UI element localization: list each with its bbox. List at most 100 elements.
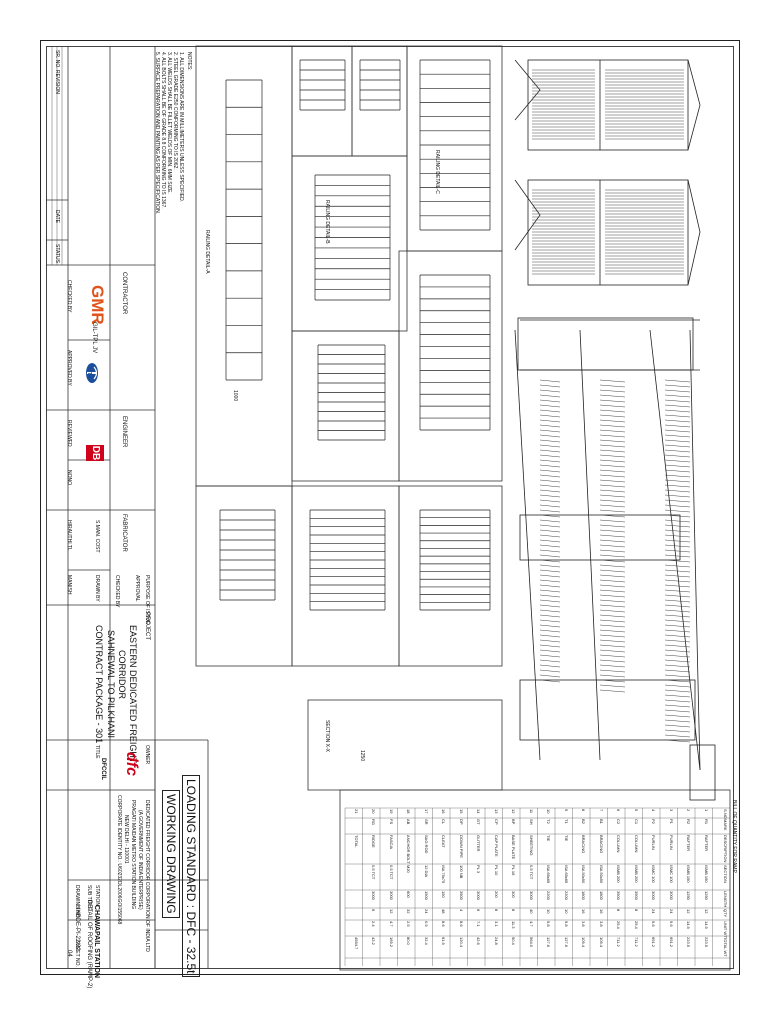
ramp-hatch-line	[599, 559, 626, 563]
boq-cell: 17	[423, 809, 429, 814]
ramp-hatch-line	[599, 594, 626, 598]
boq-cell: 2200	[546, 891, 551, 900]
ramp-hatch-line	[664, 394, 691, 398]
boq-cell: P2	[651, 819, 656, 824]
detail-a-label: RAILING DETAIL-A	[204, 230, 210, 274]
boq-cell: 600	[406, 891, 411, 898]
boq-cell: 8	[616, 909, 621, 912]
ramp-hatch-line	[664, 484, 691, 488]
ramp-hatch-line	[539, 444, 561, 448]
fabricator-checked: CHECKED BY	[114, 575, 120, 608]
boq-cell: 3.8	[581, 921, 586, 927]
ramp-hatch-line	[664, 454, 691, 458]
ramp-hatch-line	[599, 579, 626, 583]
boq-cell: C1	[633, 819, 639, 825]
boq-cell: 6	[371, 909, 376, 912]
ramp-hatch-line	[664, 479, 691, 483]
boq-cell: 1500	[423, 891, 429, 900]
drawing-inner-border	[46, 46, 734, 969]
boq-cell: 1250	[703, 891, 709, 900]
ramp-hatch-line	[599, 629, 626, 633]
ramp-hatch-line	[664, 604, 691, 608]
ramp-hatch-line	[599, 674, 626, 678]
ramp-hatch-line	[599, 599, 626, 603]
boq-cell: 3	[668, 809, 674, 812]
ramp-hatch-line	[539, 559, 561, 563]
boq-cell: TIE	[546, 835, 551, 842]
sheet-label: SHEET NO.	[74, 940, 80, 967]
boq-cell: 9.6	[668, 921, 674, 927]
ramp-hatch-line	[664, 689, 691, 693]
boq-cell: SR	[423, 819, 429, 825]
ramp-hatch-line	[664, 449, 691, 453]
boq-cell: 300	[511, 891, 516, 898]
boq-cell: T1	[563, 819, 569, 824]
boq-cell: SAG ROD	[423, 835, 429, 854]
ramp-hatch-line	[664, 439, 691, 443]
detail-c-label: RAILING DETAIL-C	[434, 150, 440, 194]
ramp-hatch-line	[539, 574, 561, 578]
ramp-hatch-line	[539, 659, 561, 663]
ramp-hatch-line	[664, 424, 691, 428]
fabricator-sub: S.MAN. COST	[94, 520, 100, 553]
ramp-hatch-line	[664, 399, 691, 403]
ramp-hatch-line	[599, 539, 626, 543]
ramp-hatch-line	[539, 524, 561, 528]
ramp-hatch-line	[664, 564, 691, 568]
ramp-hatch-line	[599, 684, 626, 688]
project-heading: PROJECT	[144, 612, 150, 641]
ramp-hatch-line	[539, 459, 561, 463]
ramp-hatch-line	[664, 504, 691, 508]
boq-cell: 8	[511, 909, 516, 912]
station-label: STATION	[94, 885, 100, 906]
boq-cell: DOWN PIPE	[458, 835, 464, 858]
boq-cell: 3500	[616, 891, 621, 900]
db-logo: DB	[86, 445, 104, 461]
ramp-hatch-line	[664, 654, 691, 658]
ramp-hatch-line	[664, 594, 691, 598]
ramp-hatch-line	[599, 639, 626, 643]
boq-cell: 9	[563, 809, 569, 812]
boq-cell: 7.1	[476, 921, 481, 927]
boq-cell: B2	[581, 819, 586, 824]
ramp-hatch-line	[664, 559, 691, 563]
ramp-hatch-line	[664, 434, 691, 438]
ramp-hatch-line	[664, 579, 691, 583]
ramp-hatch-line	[599, 624, 626, 628]
boq-cell: CL	[441, 819, 446, 825]
ramp-hatch-line	[664, 534, 691, 538]
ramp-hatch-line	[599, 459, 626, 463]
owner-heading: OWNER	[144, 745, 150, 765]
boq-cell: AB	[406, 819, 411, 825]
boq-cell: 80.0	[406, 937, 411, 945]
ramp-hatch-line	[599, 689, 626, 693]
boq-cell: 169.2	[388, 937, 394, 948]
ramp-hatch-line	[599, 424, 626, 428]
ramp-hatch-line	[664, 704, 691, 708]
boq-cell: 11.3	[511, 921, 516, 929]
ramp-hatch-line	[599, 654, 626, 658]
boq-cell: 0.5 TCT	[388, 865, 394, 880]
ramp-hatch-line	[664, 379, 691, 383]
ramp-hatch-line	[599, 454, 626, 458]
boq-cell: 5.8	[546, 921, 551, 927]
ramp-hatch-line	[664, 569, 691, 573]
boq-cell: 711.2	[616, 937, 621, 947]
ramp-hatch-line	[539, 674, 561, 678]
ramp-hatch-line	[664, 469, 691, 473]
ramp-hatch-line	[539, 579, 561, 583]
boq-cell: 223.5	[703, 937, 709, 948]
ramp-hatch-line	[599, 564, 626, 568]
ramp-hatch-line	[599, 679, 626, 683]
note-item: 3. ALL WELDS SHALL BE FILLET WELDS OF MI…	[166, 52, 172, 194]
tata-logo	[76, 362, 103, 384]
boq-cell: 8	[633, 909, 639, 912]
ramp-hatch-line	[599, 394, 626, 398]
boq-cell: C2	[616, 819, 621, 825]
ramp-hatch-line	[664, 644, 691, 648]
boq-cell: 16	[598, 909, 604, 914]
boq-cell: ISMB 200	[633, 865, 639, 883]
boq-cell: 14	[476, 809, 481, 814]
boq-cell: ISA 65x65	[546, 865, 551, 884]
